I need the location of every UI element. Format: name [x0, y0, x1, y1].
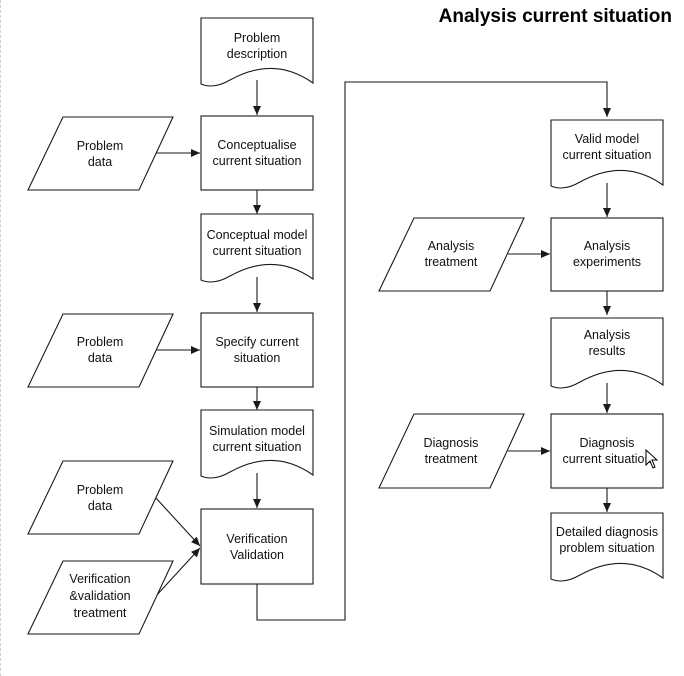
node-simulation-model-line-2: current situation [213, 440, 302, 454]
page-edge-guide [0, 0, 1, 676]
node-detailed-diagnosis-line-1: Detailed diagnosis [556, 525, 658, 539]
node-conceptual-model-line-1: Conceptual model [207, 228, 308, 242]
node-verification-validation-line-1: Verification [226, 532, 287, 546]
node-problem-data-3-line-1: Problem [77, 483, 124, 497]
node-diagnosis-treatment-line-2: treatment [425, 452, 478, 466]
node-conceptualise-line-2: current situation [213, 154, 302, 168]
node-analysis-results: Analysis results [550, 317, 664, 389]
node-diagnosis-current-line-1: Diagnosis [580, 436, 635, 450]
node-verification-treatment-line-1: Verification [69, 572, 130, 586]
node-problem-data-1-line-1: Problem [77, 139, 124, 153]
node-problem-data-3: Problem data [27, 460, 174, 535]
node-diagnosis-treatment-line-1: Diagnosis [424, 436, 479, 450]
node-specify-line-2: situation [234, 351, 281, 365]
node-diagnosis-treatment: Diagnosis treatment [378, 413, 525, 489]
node-simulation-model-line-1: Simulation model [209, 424, 305, 438]
node-problem-description-line-2: description [227, 47, 287, 61]
node-conceptual-model-line-2: current situation [213, 244, 302, 258]
node-problem-data-3-line-2: data [88, 499, 112, 513]
node-problem-data-2: Problem data [27, 313, 174, 388]
node-analysis-experiments-line-1: Analysis [584, 239, 631, 253]
node-verification-treatment-line-3: treatment [74, 606, 127, 620]
node-problem-data-1-line-2: data [88, 155, 112, 169]
mouse-pointer-icon [645, 449, 659, 469]
node-analysis-results-line-1: Analysis [584, 328, 631, 342]
node-analysis-results-line-2: results [589, 344, 626, 358]
node-diagnosis-current: Diagnosis current situation [550, 413, 664, 489]
node-diagnosis-current-line-2: current situation [563, 452, 652, 466]
page-title: Analysis current situation [438, 6, 672, 27]
node-problem-data-2-line-2: data [88, 351, 112, 365]
node-problem-data-1: Problem data [27, 116, 174, 191]
node-valid-model-line-1: Valid model [575, 132, 639, 146]
node-specify-line-1: Specify current [215, 335, 299, 349]
node-detailed-diagnosis-line-2: problem situation [559, 541, 654, 555]
connector-treatment-to-verification [154, 547, 201, 598]
node-valid-model: Valid model current situation [550, 119, 664, 189]
node-verification-validation-line-2: Validation [230, 548, 284, 562]
node-verification-treatment-line-2: &validation [69, 589, 130, 603]
node-valid-model-line-2: current situation [563, 148, 652, 162]
node-analysis-experiments: Analysis experiments [550, 217, 664, 292]
node-simulation-model: Simulation model current situation [200, 409, 314, 479]
node-conceptualise: Conceptualise current situation [200, 115, 314, 191]
connectors [154, 80, 611, 621]
node-analysis-experiments-line-2: experiments [573, 255, 641, 269]
node-verification-treatment: Verification&validation treatment [27, 560, 174, 635]
node-conceptual-model: Conceptual model current situation [200, 213, 314, 283]
node-analysis-treatment-line-1: Analysis [428, 239, 475, 253]
node-problem-description-line-1: Problem [234, 31, 281, 45]
node-detailed-diagnosis: Detailed diagnosis problem situation [550, 512, 664, 582]
node-problem-data-2-line-1: Problem [77, 335, 124, 349]
node-specify: Specify current situation [200, 312, 314, 388]
node-problem-description: Problem description [200, 17, 314, 87]
node-analysis-treatment: Analysis treatment [378, 217, 525, 292]
node-analysis-treatment-line-2: treatment [425, 255, 478, 269]
connector-data3-to-verification [154, 496, 201, 547]
connector-verification-to-valid-model [256, 81, 611, 621]
node-conceptualise-line-1: Conceptualise [217, 138, 296, 152]
